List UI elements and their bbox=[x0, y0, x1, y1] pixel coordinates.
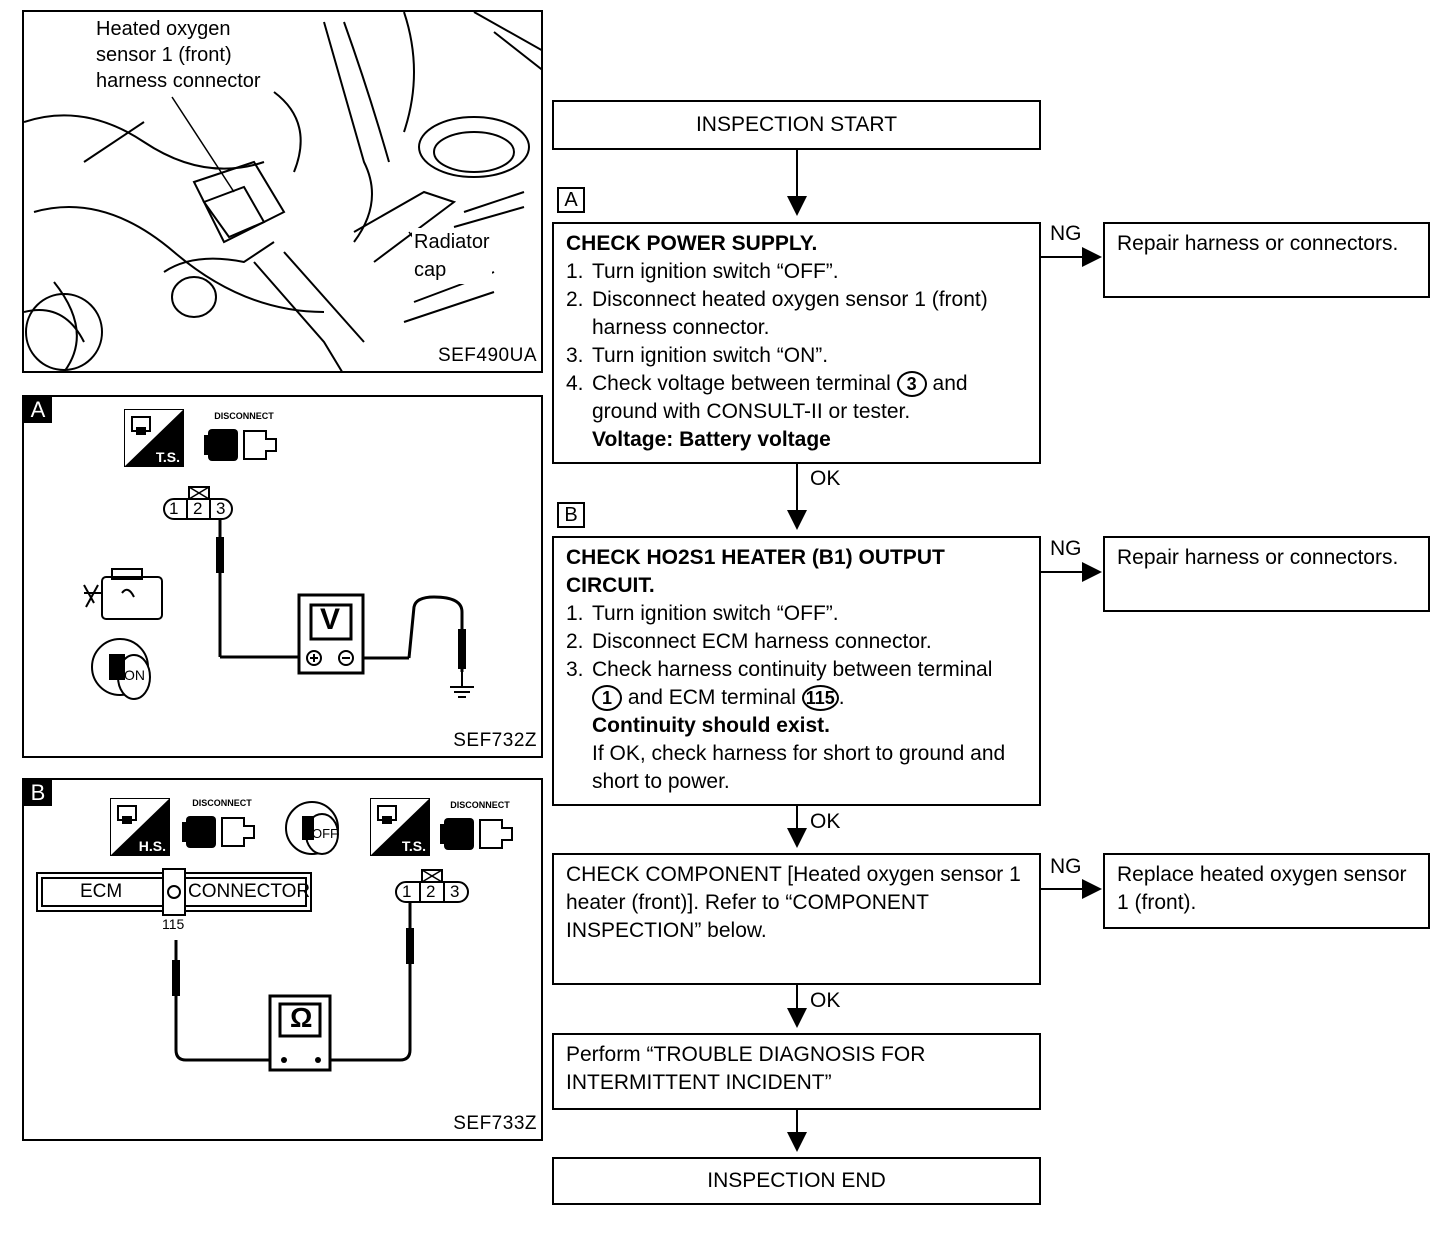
step-b-ok-label: OK bbox=[810, 810, 841, 833]
photo-label-line2: sensor 1 (front) bbox=[96, 44, 232, 66]
hs-label: H.S. bbox=[138, 838, 166, 854]
check-component-text: CHECK COMPONENT [Heated oxygen sensor 1 … bbox=[566, 863, 1021, 942]
inspection-start-box: INSPECTION START bbox=[552, 100, 1041, 150]
step-a-item-1: 1.Turn ignition switch “OFF”. bbox=[566, 260, 839, 283]
diagram-b-tag: B bbox=[24, 780, 52, 806]
radiator-label-line1: Radiator bbox=[414, 231, 490, 253]
step-a-spec: Voltage: Battery voltage bbox=[592, 428, 831, 451]
photo-figure-code: SEF490UA bbox=[437, 345, 537, 366]
diagram-b-panel: B H.S. DISCONNECT OFF bbox=[22, 778, 543, 1141]
step-b-note: If OK, check harness for short to ground… bbox=[592, 742, 1006, 793]
step-a-box: CHECK POWER SUPPLY. 1.Turn ignition swit… bbox=[552, 222, 1041, 464]
engine-photo-panel: Heated oxygen sensor 1 (front) harness c… bbox=[22, 10, 543, 373]
ts-icon-b: T.S. bbox=[369, 797, 431, 857]
disconnect-icon: DISCONNECT bbox=[204, 411, 284, 471]
inspection-end-box: INSPECTION END bbox=[552, 1157, 1041, 1205]
key-on-label: ON bbox=[124, 667, 145, 683]
step-c-ng-box: Replace heated oxygen sensor 1 (front). bbox=[1103, 853, 1430, 929]
key-off-icon: OFF bbox=[282, 798, 344, 860]
step-a-item-2: 2.Disconnect heated oxygen sensor 1 (fro… bbox=[566, 288, 988, 339]
step-b-spec: Continuity should exist. bbox=[592, 714, 831, 737]
step-a-item-3: 3.Turn ignition switch “ON”. bbox=[566, 344, 829, 367]
step-c-ng-label: NG bbox=[1050, 855, 1082, 878]
key-off-label: OFF bbox=[312, 826, 338, 841]
diagram-a-panel: A T.S. DISCONNECT bbox=[22, 395, 543, 758]
diagram-a-figure-code: SEF732Z bbox=[453, 730, 537, 751]
step-a-ok-label: OK bbox=[810, 467, 841, 490]
ts-icon: T.S. bbox=[123, 408, 185, 468]
inspection-start-label: INSPECTION START bbox=[695, 113, 898, 136]
pin-b-2: 2 bbox=[426, 882, 436, 901]
step-b-item-3: 3. Check harness continuity between term… bbox=[566, 658, 1006, 793]
ts-label-b: T.S. bbox=[401, 838, 426, 854]
terminal-115-badge: 115 bbox=[801, 685, 839, 712]
step-b-item-2: 2.Disconnect ECM harness connector. bbox=[566, 630, 932, 653]
step-a-item-4: 4. Check voltage between terminal 3 and … bbox=[566, 371, 968, 451]
inspection-end-label: INSPECTION END bbox=[707, 1169, 886, 1192]
perform-box: Perform “TROUBLE DIAGNOSIS FOR INTERMITT… bbox=[552, 1033, 1041, 1110]
step-b-item-1: 1.Turn ignition switch “OFF”. bbox=[566, 602, 839, 625]
diagram-a-circuit bbox=[83, 486, 474, 700]
pin-3: 3 bbox=[216, 499, 226, 518]
diagram-b-circuit bbox=[172, 869, 469, 1072]
disconnect-label-2: DISCONNECT bbox=[450, 800, 510, 810]
ohmmeter-symbol: Ω bbox=[290, 1002, 313, 1033]
pin-1: 1 bbox=[169, 499, 179, 518]
step-a-ng-box: Repair harness or connectors. bbox=[1103, 222, 1430, 298]
photo-label-line1: Heated oxygen bbox=[96, 18, 231, 40]
disconnect-label: DISCONNECT bbox=[214, 411, 274, 421]
hs-icon: H.S. bbox=[109, 797, 171, 857]
disconnect-icon-1: DISCONNECT bbox=[182, 798, 262, 858]
step-b-box: CHECK HO2S1 HEATER (B1) OUTPUT CIRCUIT. … bbox=[552, 536, 1041, 806]
disconnect-label-1: DISCONNECT bbox=[192, 798, 252, 808]
ts-label: T.S. bbox=[155, 449, 180, 465]
ecm-terminal-number: 115 bbox=[162, 916, 185, 932]
step-a-tag: A bbox=[557, 187, 585, 213]
terminal-3-badge: 3 bbox=[896, 371, 927, 398]
photo-label-line3: harness connector bbox=[96, 70, 261, 92]
ecm-connector: ECM CONNECTOR bbox=[36, 868, 312, 916]
diagram-a-tag: A bbox=[24, 397, 52, 423]
perform-text: Perform “TROUBLE DIAGNOSIS FOR INTERMITT… bbox=[566, 1043, 926, 1094]
terminal-1-badge: 1 bbox=[592, 685, 622, 712]
step-b-ng-label: NG bbox=[1050, 537, 1082, 560]
step-b-ng-box: Repair harness or connectors. bbox=[1103, 536, 1430, 612]
connector-label: CONNECTOR bbox=[188, 881, 311, 902]
step-a-ng-label: NG bbox=[1050, 222, 1082, 245]
voltmeter-symbol: V bbox=[320, 603, 341, 636]
pin-2: 2 bbox=[193, 499, 203, 518]
check-component-box: CHECK COMPONENT [Heated oxygen sensor 1 … bbox=[552, 853, 1041, 985]
radiator-label-line2: cap bbox=[414, 259, 447, 281]
step-c-ok-label: OK bbox=[810, 989, 841, 1012]
pin-b-1: 1 bbox=[402, 882, 412, 901]
step-a-ng-action: Repair harness or connectors. bbox=[1117, 232, 1399, 255]
step-a-title: CHECK POWER SUPPLY. bbox=[566, 232, 818, 255]
pin-b-3: 3 bbox=[450, 882, 460, 901]
disconnect-icon-2: DISCONNECT bbox=[440, 800, 520, 860]
ecm-label: ECM bbox=[80, 881, 123, 902]
step-c-ng-action: Replace heated oxygen sensor 1 (front). bbox=[1117, 863, 1407, 914]
diagram-b-figure-code: SEF733Z bbox=[453, 1113, 537, 1134]
step-b-tag: B bbox=[557, 502, 585, 528]
engine-bay-illustration bbox=[24, 12, 541, 371]
step-b-ng-action: Repair harness or connectors. bbox=[1117, 546, 1399, 569]
step-b-title: CHECK HO2S1 HEATER (B1) OUTPUT CIRCUIT. bbox=[566, 546, 945, 597]
